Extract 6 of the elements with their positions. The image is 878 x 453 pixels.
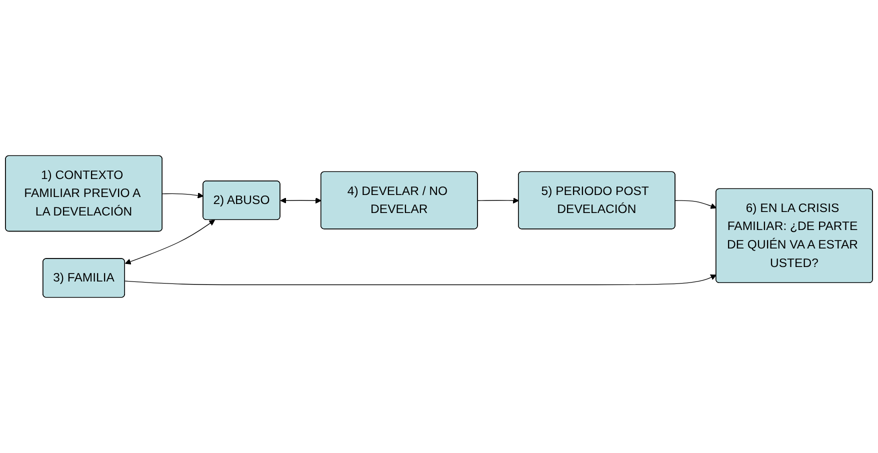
arrow [478,198,519,204]
arrow [280,198,322,204]
arrow [162,192,204,198]
arrow [675,200,716,209]
arrow [124,220,215,264]
arrow [124,274,716,286]
